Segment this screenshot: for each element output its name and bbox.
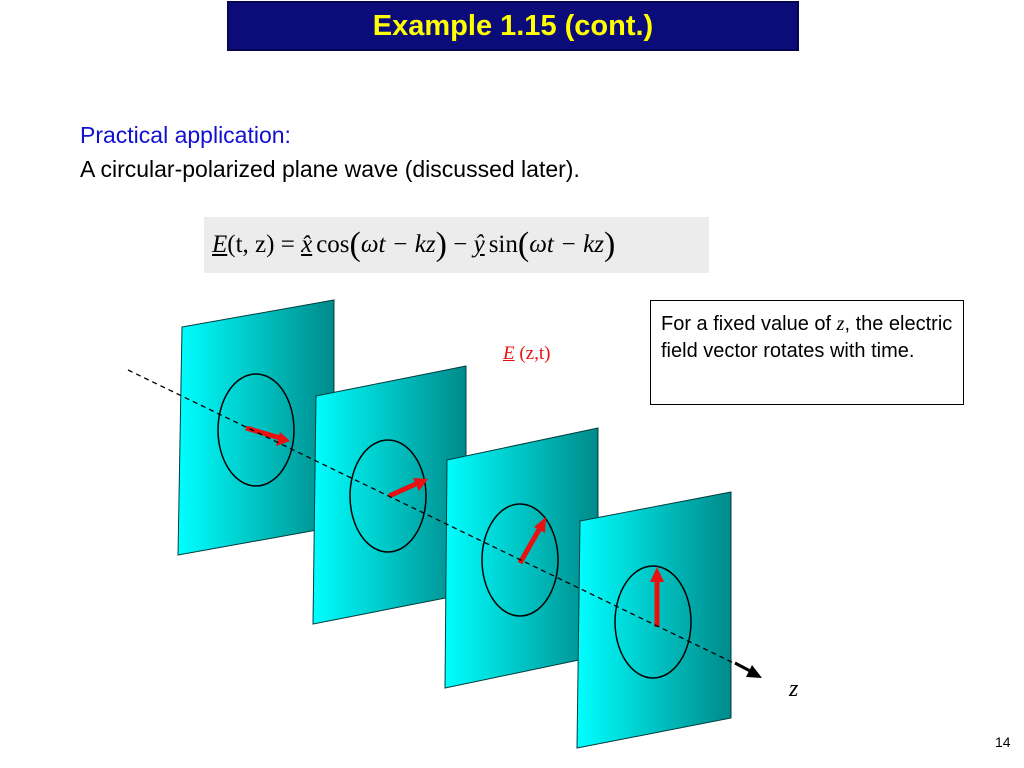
field-label: E (z,t) — [503, 343, 551, 364]
eq-yhat: ŷ — [473, 231, 485, 258]
subheading: Practical application: — [80, 122, 291, 148]
eq-cos: cos — [316, 231, 350, 258]
eq-field-vector: E — [212, 231, 228, 258]
equation: E (t, z) = x̂ cos (ωt − kz) − ŷ sin (ωt … — [204, 217, 709, 273]
plane-1 — [177, 299, 335, 556]
field-arrow-3 — [517, 526, 543, 565]
rotation-circle-2 — [349, 439, 427, 553]
plane-3 — [444, 427, 599, 689]
eq-xhat: x̂ — [301, 231, 313, 258]
z-axis-label: z — [789, 676, 799, 702]
z-axis — [127, 369, 762, 678]
rotation-circle-4 — [614, 565, 692, 679]
rotation-circle-1 — [217, 373, 295, 487]
eq-args: (t, z) = — [227, 231, 302, 258]
slide-title: Example 1.15 (cont.) — [372, 9, 654, 42]
plane-2 — [312, 365, 467, 625]
eq-arg2: ωt − kz — [529, 231, 604, 258]
note-variable: z — [836, 313, 845, 335]
eq-arg1: ωt − kz — [360, 231, 436, 258]
plane-4 — [576, 491, 732, 749]
description: A circular-polarized plane wave (discuss… — [80, 156, 580, 182]
page-number: 14 — [995, 734, 1011, 750]
note-box: For a fixed value of z, the electric fie… — [650, 300, 964, 405]
eq-minus: − — [446, 231, 474, 258]
title-bar: Example 1.15 (cont.) — [227, 1, 799, 51]
z-axis-arrowhead — [746, 665, 762, 678]
field-arrow-2 — [387, 480, 420, 499]
eq-sin: sin — [488, 231, 518, 258]
rotation-circle-3 — [481, 503, 559, 617]
